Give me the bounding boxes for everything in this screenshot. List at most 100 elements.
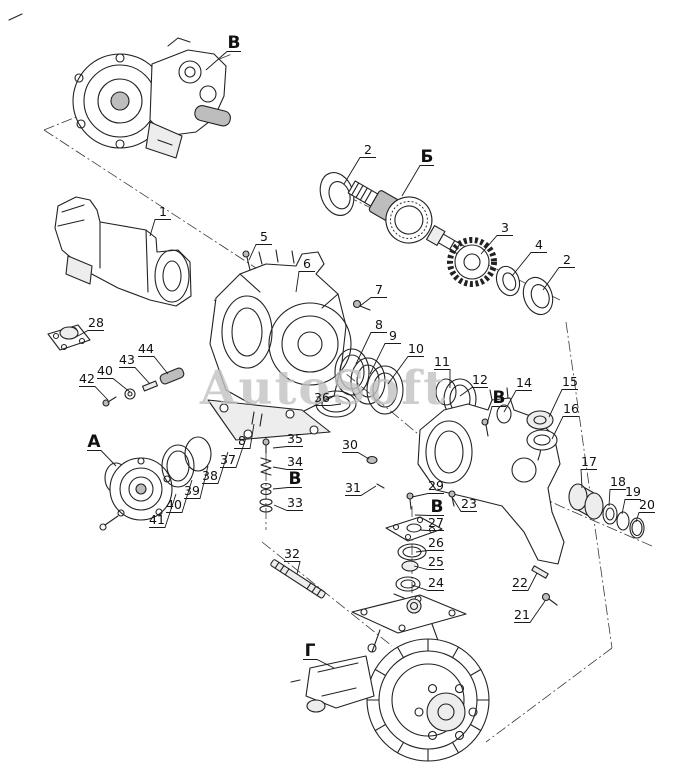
view-label-leader: [486, 406, 506, 425]
part-label-leader: [220, 437, 247, 468]
part-label-leader: [342, 452, 370, 460]
part-label: 3: [501, 220, 509, 235]
part-6-centre-housing: [209, 249, 352, 413]
assembly-view-v: [72, 37, 231, 159]
part-label: 40: [166, 497, 182, 512]
part-label: 43: [119, 352, 135, 367]
part-label-leader: [284, 561, 301, 575]
part-label-leader: [359, 297, 387, 307]
view-label-leader: [414, 514, 444, 516]
part-label-leader: [451, 496, 477, 512]
parts-17-20-bearing-stack: [568, 483, 645, 539]
part-label-leader: [580, 469, 597, 489]
view-label: B: [493, 388, 506, 408]
part-label: 23: [461, 496, 477, 511]
part-3-bevel-gear: [447, 237, 497, 287]
part-label-leader: [73, 330, 104, 339]
part-label: 19: [625, 484, 641, 499]
part-label: 15: [562, 374, 578, 389]
part-label: 17: [581, 454, 597, 469]
part-label: 8: [375, 317, 383, 332]
part-28-cover-cap: [47, 324, 91, 351]
part-label: 4: [535, 237, 543, 252]
view-label-leader: [272, 487, 302, 490]
part-label-leader: [295, 271, 315, 293]
part-label-leader: [272, 466, 303, 470]
part-5-bolt: [242, 250, 251, 271]
part-label-leader: [97, 378, 131, 393]
parts-38-39-rings: [161, 436, 212, 488]
part-label-leader: [343, 157, 376, 185]
part-label: 2: [563, 252, 571, 267]
view-label: B: [289, 469, 302, 489]
part-label: 32: [284, 546, 300, 561]
part-label-leader: [387, 356, 424, 385]
part-label-leader: [542, 267, 575, 291]
part-label-leader: [512, 572, 538, 591]
part-36-gasket: [315, 390, 357, 418]
parts-14-15-16-kingpin-caps: [481, 404, 558, 451]
part-label-leader: [480, 235, 513, 255]
part-label: 21: [514, 607, 530, 622]
part-label: 44: [138, 341, 154, 356]
assembly-view-a: [99, 457, 173, 531]
view-label: Б: [421, 147, 434, 167]
view-label-leader: [87, 450, 117, 467]
part-label: 29: [428, 478, 444, 493]
part-label: 25: [428, 554, 444, 569]
part-label-leader: [184, 465, 209, 499]
parts-42-40-43-44-fasteners: [102, 367, 185, 407]
part-7-bolt: [352, 299, 371, 311]
part-label-leader: [411, 584, 444, 591]
part-label-leader: [248, 244, 272, 261]
part-label: 37: [220, 452, 236, 467]
part-label-leader: [369, 343, 401, 375]
part-label: 14: [516, 375, 532, 390]
part-label: 2: [364, 142, 372, 157]
parts-29-23-bolts: [406, 490, 456, 510]
view-label-leader: [401, 165, 434, 197]
parts-30-31-plug-pin: [366, 455, 385, 489]
part-label: 39: [184, 483, 200, 498]
parts-24-27-cover-stack: [385, 516, 443, 599]
part-1-axle-housing: [54, 196, 192, 307]
part-label: 26: [428, 535, 444, 550]
part-label-leader: [415, 550, 444, 553]
part-label: 28: [88, 315, 104, 330]
assembly-view-g: [290, 594, 490, 762]
part-label: 7: [375, 282, 383, 297]
part-label-leader: [511, 252, 547, 277]
part-label: 34: [287, 454, 303, 469]
part-label: 10: [408, 341, 424, 356]
part-label-leader: [411, 493, 444, 498]
part-label-leader: [138, 356, 169, 375]
part-label-leader: [345, 485, 377, 496]
part-label: 41: [149, 512, 165, 527]
part-label: 5: [260, 229, 268, 244]
part-label-leader: [119, 367, 151, 385]
part-label-leader: [434, 369, 451, 388]
part-label-leader: [314, 403, 342, 406]
part-label: 42: [79, 371, 95, 386]
part-label: 12: [472, 372, 488, 387]
watermark-text: AutoSoft: [199, 361, 447, 416]
part-label-leader: [635, 512, 655, 523]
parts-21-22-pins: [531, 565, 558, 606]
part-label-leader: [79, 386, 109, 401]
part-32-stud: [270, 559, 326, 599]
part-label-leader: [166, 479, 193, 513]
part-label-leader: [273, 504, 303, 511]
part-label: 40: [97, 363, 113, 378]
part-label: 33: [287, 495, 303, 510]
part-label: 30: [342, 437, 358, 452]
part-label-leader: [551, 416, 579, 440]
view-label: В: [228, 33, 241, 53]
part-label: 9: [389, 328, 397, 343]
part-label-leader: [234, 423, 255, 449]
part-label: 24: [428, 575, 444, 590]
part-label-leader: [202, 451, 229, 484]
view-label-leader: [303, 659, 335, 669]
part-label: 16: [563, 401, 579, 416]
